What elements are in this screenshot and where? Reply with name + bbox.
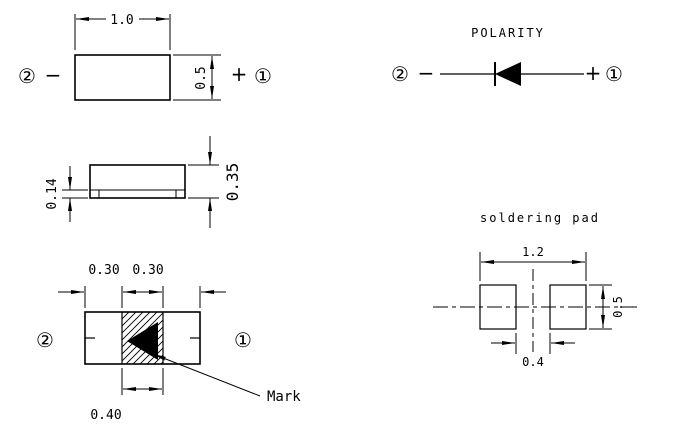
pin2-label: ② (391, 62, 409, 86)
mark-leader-line (152, 353, 261, 397)
pad-overall-width-dimension: 1.2 (522, 245, 544, 259)
package-body-top (74, 54, 171, 101)
bottom-view: 0.30 0.30 ② ① 0.40 Mark (36, 263, 301, 423)
package-body-side (89, 164, 186, 199)
plus-sign: + (585, 61, 602, 85)
right-pad-dimension: 0.30 (132, 263, 163, 278)
pad-height-dimension: 0.5 (611, 296, 625, 318)
mark-label: Mark (267, 389, 301, 405)
cathode-mark (127, 322, 158, 360)
solder-pad-right (549, 284, 587, 330)
pin2-label: ② (18, 64, 36, 88)
left-pad-dimension: 0.30 (88, 263, 119, 278)
pin1-label: ① (605, 62, 623, 86)
top-height-dimension: 0.5 (194, 66, 209, 89)
plus-sign: + (231, 62, 248, 86)
soldering-pad-title: soldering pad (480, 211, 600, 225)
terminal-right (175, 189, 186, 199)
terminal-left (89, 189, 100, 199)
terminal-height-dimension: 0.14 (45, 178, 60, 209)
minus-sign: − (45, 63, 62, 87)
pin1-label: ① (234, 328, 252, 352)
top-width-dimension: 1.0 (110, 13, 133, 28)
diode-triangle (495, 62, 521, 86)
solder-pad-left (479, 284, 517, 330)
pad-gap-dimension: 0.4 (522, 355, 544, 369)
mark-width-dimension: 0.40 (90, 408, 121, 423)
body-height-dimension: 0.35 (223, 163, 242, 202)
minus-sign: − (418, 61, 435, 85)
soldering-pad-view: soldering pad 1.2 0.5 0.4 (433, 211, 638, 369)
pin2-label: ② (36, 328, 54, 352)
pin1-label: ① (254, 64, 272, 88)
polarity-title: POLARITY (471, 26, 545, 40)
side-view: 0.14 0.35 (45, 136, 242, 228)
top-view: 1.0 0.5 ② − + ① (18, 13, 272, 101)
polarity-view: POLARITY ② − + ① (391, 26, 623, 86)
